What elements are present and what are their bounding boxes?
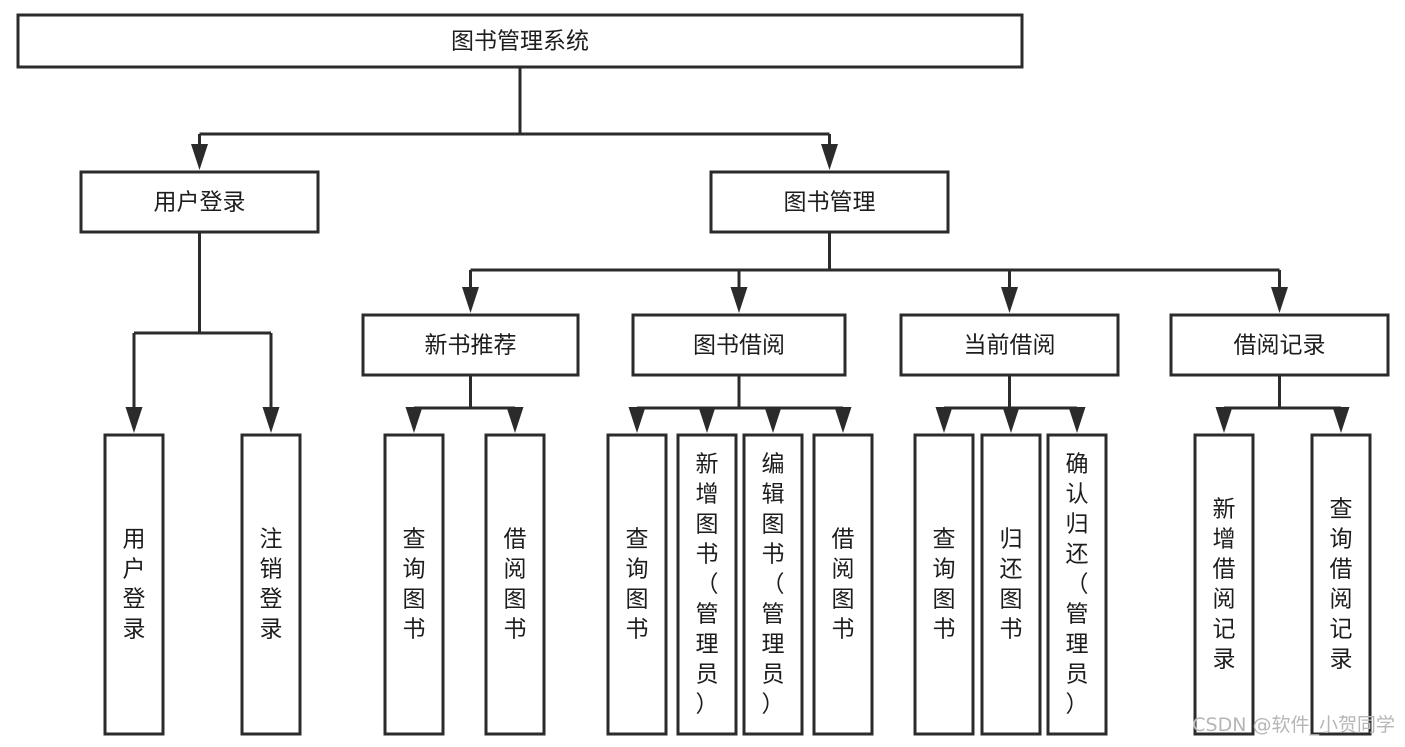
node-label-l3_1: 图书借阅 bbox=[693, 333, 785, 359]
arrow-head-icon bbox=[191, 144, 208, 170]
arrow-head-icon bbox=[405, 407, 423, 433]
node-label-leaf_10: 确认归还（管理员） bbox=[1066, 451, 1089, 717]
node-box-leaf_11[interactable] bbox=[1193, 433, 1255, 736]
node-box-leaf_6[interactable] bbox=[742, 433, 804, 736]
node-box-leaf_12[interactable] bbox=[1310, 433, 1372, 736]
arrow-head-icon bbox=[834, 407, 852, 433]
watermark-label: CSDN @软件_小贺同学 bbox=[1192, 714, 1395, 736]
arrow-head-icon bbox=[506, 407, 524, 433]
node-leaf_8[interactable]: 查询图书 bbox=[913, 433, 975, 736]
arrow-head-icon bbox=[1002, 407, 1020, 433]
node-leaf_11[interactable]: 新增借阅记录 bbox=[1193, 433, 1255, 736]
node-leaf_0[interactable]: 用户登录 bbox=[103, 433, 165, 736]
arrow-head-icon bbox=[698, 407, 716, 433]
node-label-leaf_4: 查询图书 bbox=[626, 526, 649, 642]
node-label-leaf_5: 新增图书（管理员） bbox=[696, 451, 719, 717]
node-label-l3_3: 借阅记录 bbox=[1234, 333, 1326, 359]
node-label-l3_2: 当前借阅 bbox=[964, 333, 1056, 359]
node-box-leaf_9[interactable] bbox=[980, 433, 1042, 736]
node-box-leaf_10[interactable] bbox=[1046, 433, 1108, 736]
node-box-l2_1[interactable] bbox=[709, 170, 950, 234]
node-leaf_6[interactable]: 编辑图书（管理员） bbox=[742, 433, 804, 736]
node-leaf_2[interactable]: 查询图书 bbox=[383, 433, 445, 736]
arrow-head-icon bbox=[1271, 287, 1288, 313]
arrow-head-icon bbox=[1332, 407, 1350, 433]
node-leaf_7[interactable]: 借阅图书 bbox=[812, 433, 874, 736]
node-box-l3_1[interactable] bbox=[631, 313, 847, 377]
node-l3_2[interactable]: 当前借阅 bbox=[899, 313, 1120, 377]
arrow-head-icon bbox=[730, 287, 748, 313]
arrow-head-icon bbox=[1001, 287, 1018, 313]
node-layer: 图书管理系统用户登录图书管理新书推荐图书借阅当前借阅借阅记录用户登录注销登录查询… bbox=[16, 13, 1390, 736]
node-label-root: 图书管理系统 bbox=[451, 29, 589, 55]
node-box-l3_0[interactable] bbox=[361, 313, 580, 377]
node-label-leaf_8: 查询图书 bbox=[933, 526, 956, 642]
node-box-leaf_8[interactable] bbox=[913, 433, 975, 736]
arrow-head-icon bbox=[764, 407, 782, 433]
arrow-head-icon bbox=[1068, 407, 1086, 433]
node-leaf_9[interactable]: 归还图书 bbox=[980, 433, 1042, 736]
arrow-head-icon bbox=[462, 287, 479, 313]
node-leaf_12[interactable]: 查询借阅记录 bbox=[1310, 433, 1372, 736]
arrow-head-icon bbox=[821, 144, 838, 170]
node-l3_1[interactable]: 图书借阅 bbox=[631, 313, 847, 377]
node-box-l3_3[interactable] bbox=[1169, 313, 1390, 377]
arrow-head-icon bbox=[628, 407, 646, 433]
node-leaf_10[interactable]: 确认归还（管理员） bbox=[1046, 433, 1108, 736]
node-label-l2_1: 图书管理 bbox=[784, 190, 876, 216]
arrow-head-icon bbox=[935, 407, 953, 433]
node-leaf_5[interactable]: 新增图书（管理员） bbox=[676, 433, 738, 736]
node-label-leaf_0: 用户登录 bbox=[123, 526, 146, 642]
node-box-l2_0[interactable] bbox=[79, 170, 320, 234]
node-leaf_1[interactable]: 注销登录 bbox=[240, 433, 302, 736]
node-box-leaf_1[interactable] bbox=[240, 433, 302, 736]
node-box-leaf_5[interactable] bbox=[676, 433, 738, 736]
node-label-leaf_9: 归还图书 bbox=[1000, 526, 1023, 642]
node-box-leaf_0[interactable] bbox=[103, 433, 165, 736]
node-label-leaf_12: 查询借阅记录 bbox=[1330, 496, 1353, 672]
node-leaf_4[interactable]: 查询图书 bbox=[606, 433, 668, 736]
node-box-leaf_7[interactable] bbox=[812, 433, 874, 736]
node-box-leaf_4[interactable] bbox=[606, 433, 668, 736]
node-label-l3_0: 新书推荐 bbox=[425, 333, 517, 359]
node-l3_0[interactable]: 新书推荐 bbox=[361, 313, 580, 377]
node-label-leaf_2: 查询图书 bbox=[403, 526, 426, 642]
node-l2_1[interactable]: 图书管理 bbox=[709, 170, 950, 234]
arrow-head-icon bbox=[1215, 407, 1233, 433]
node-label-leaf_6: 编辑图书（管理员） bbox=[762, 451, 785, 717]
node-l2_0[interactable]: 用户登录 bbox=[79, 170, 320, 234]
node-label-leaf_1: 注销登录 bbox=[260, 526, 283, 642]
node-box-root[interactable] bbox=[16, 13, 1024, 69]
node-l3_3[interactable]: 借阅记录 bbox=[1169, 313, 1390, 377]
node-root[interactable]: 图书管理系统 bbox=[16, 13, 1024, 69]
node-label-leaf_3: 借阅图书 bbox=[504, 526, 527, 642]
node-label-leaf_7: 借阅图书 bbox=[832, 526, 855, 642]
node-box-leaf_2[interactable] bbox=[383, 433, 445, 736]
arrow-head-icon bbox=[125, 407, 143, 433]
node-leaf_3[interactable]: 借阅图书 bbox=[484, 433, 546, 736]
node-label-l2_0: 用户登录 bbox=[154, 190, 246, 216]
connector-layer bbox=[125, 67, 1350, 433]
node-label-leaf_11: 新增借阅记录 bbox=[1213, 496, 1236, 672]
node-box-leaf_3[interactable] bbox=[484, 433, 546, 736]
arrow-head-icon bbox=[262, 407, 280, 433]
node-box-l3_2[interactable] bbox=[899, 313, 1120, 377]
